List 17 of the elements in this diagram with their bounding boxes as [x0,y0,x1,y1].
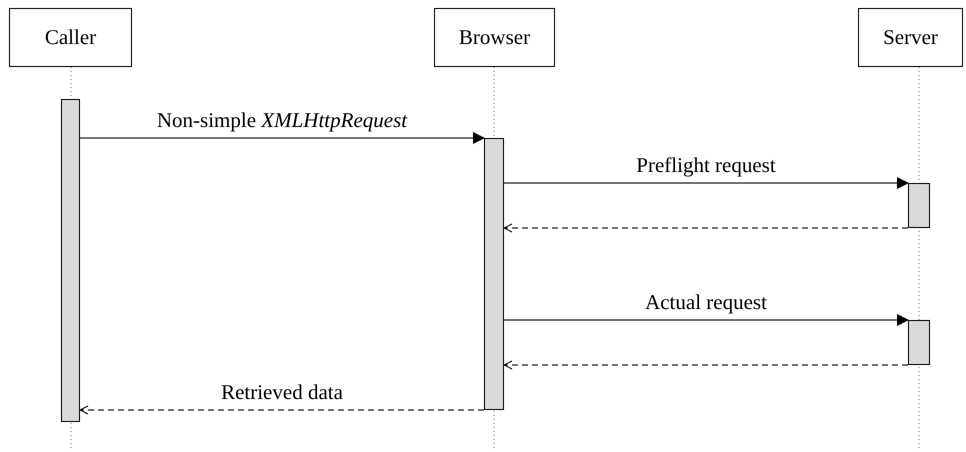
activation-bar [908,183,930,228]
activation-bar [61,99,80,422]
message-label: Non-simple XMLHttpRequest [156,108,408,133]
header-box: Server [858,8,963,67]
message-label: Preflight request [636,153,776,178]
message-arrow [504,314,909,326]
activation-bar [484,138,504,410]
message-arrow [80,132,485,144]
message-arrow [80,406,484,414]
message-arrow [504,224,908,232]
message-arrow [504,177,909,189]
message-label: Retrieved data [221,380,343,405]
activation-bar [908,320,930,365]
message-label: Actual request [645,290,767,315]
header-box: Browser [434,8,555,67]
header-box: Caller [9,8,132,67]
message-arrow [504,360,908,370]
